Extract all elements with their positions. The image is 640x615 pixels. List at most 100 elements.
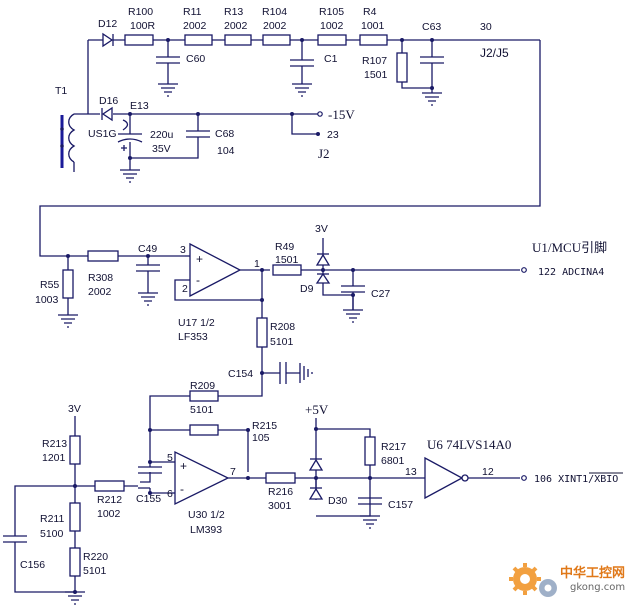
value-r213: 1201 <box>42 452 66 464</box>
svg-text:+: + <box>180 459 187 473</box>
capacitor-c156 <box>3 535 27 543</box>
label-d12: D12 <box>98 18 117 30</box>
capacitor-c157 <box>358 497 382 505</box>
resistor-r209 <box>189 390 219 402</box>
label-r49: R49 <box>275 241 294 253</box>
value-r107: 1501 <box>364 69 388 81</box>
pin-3: 3 <box>180 244 186 256</box>
label-r105: R105 <box>319 6 344 18</box>
label-mcu-pin: U1/MCU引脚 <box>532 240 607 255</box>
ground-symbol <box>120 83 442 183</box>
junction-dots <box>66 254 355 375</box>
ground-symbol <box>65 515 380 605</box>
label-lm393: LM393 <box>190 524 222 536</box>
label-3v-bottom: 3V <box>68 403 81 415</box>
value-e13: 220u <box>150 129 174 141</box>
watermark-url: gkong.com <box>570 582 625 593</box>
inverter-u6 <box>424 456 469 500</box>
label-r55: R55 <box>40 279 59 291</box>
value-r55: 1003 <box>35 294 59 306</box>
terminal-xint1 <box>521 475 527 481</box>
junction-dots <box>128 38 434 160</box>
watermark-logo: 中华工控网 gkong.com <box>509 563 625 597</box>
middle-section-wires <box>67 250 520 374</box>
label-lf353: LF353 <box>178 331 208 343</box>
terminal-adcina4 <box>521 267 527 273</box>
label-r217: R217 <box>381 441 406 453</box>
terminal-23 <box>316 132 320 136</box>
label-c1: C1 <box>324 53 338 65</box>
resistor-r105 <box>317 34 347 46</box>
pin-6: 6 <box>167 488 173 500</box>
label-r4: R4 <box>363 6 377 18</box>
value-r308: 2002 <box>88 286 112 298</box>
label-c63: C63 <box>422 21 441 33</box>
label-c157: C157 <box>388 499 413 511</box>
capacitor-c154 <box>279 362 313 384</box>
watermark-brand: 中华工控网 <box>560 565 625 581</box>
label-neg15v: -15V <box>328 107 355 122</box>
value-r100: 100R <box>130 20 156 32</box>
value-r13: 2002 <box>224 20 248 32</box>
label-r104: R104 <box>262 6 287 18</box>
diode-d12 <box>102 32 114 48</box>
value-r211: 5100 <box>40 528 64 540</box>
value-r209: 5101 <box>190 404 214 416</box>
label-c49: C49 <box>138 243 157 255</box>
resistor-r220 <box>69 547 81 577</box>
capacitor-c63 <box>420 56 444 64</box>
label-j2: J2 <box>318 146 330 161</box>
resistor-r100 <box>124 34 154 46</box>
capacitor-c1 <box>290 59 314 67</box>
ground-symbol <box>58 292 363 328</box>
capacitor-e13 <box>117 119 143 151</box>
value-c68: 104 <box>217 145 235 157</box>
label-r220: R220 <box>83 551 108 563</box>
label-u6: U6 74LVS14A0 <box>427 437 511 452</box>
voltage-e13: 35V <box>152 143 171 155</box>
resistor-r13 <box>224 34 252 46</box>
label-us1g: US1G <box>88 128 117 140</box>
label-3v-top: 3V <box>315 223 328 235</box>
label-c60: C60 <box>186 53 205 65</box>
label-r107: R107 <box>362 55 387 67</box>
opamp-u17: + - <box>185 242 242 298</box>
capacitor-c155 <box>138 466 162 474</box>
pin-13: 13 <box>405 466 417 478</box>
label-pin23: 23 <box>327 129 339 141</box>
value-r215: 105 <box>252 432 270 444</box>
label-r213: R213 <box>42 438 67 450</box>
svg-text:-: - <box>196 273 200 287</box>
value-r220: 5101 <box>83 565 107 577</box>
capacitor-c27 <box>341 285 365 293</box>
label-e13: E13 <box>130 100 149 112</box>
svg-text:-: - <box>180 482 184 496</box>
value-r212: 1002 <box>97 508 121 520</box>
resistor-r11 <box>184 34 213 46</box>
resistor-r107 <box>396 52 408 83</box>
resistor-r49 <box>272 264 302 276</box>
value-r105: 1002 <box>320 20 344 32</box>
diode-d16 <box>101 106 113 122</box>
resistor-r215 <box>189 424 219 436</box>
terminal-neg15v <box>317 111 323 117</box>
capacitor-c60 <box>156 56 180 64</box>
resistor-r213 <box>69 435 81 465</box>
value-r4: 1001 <box>361 20 385 32</box>
capacitor-c49 <box>136 264 160 272</box>
label-d9: D9 <box>300 283 314 295</box>
value-r49: 1501 <box>275 254 299 266</box>
label-r11: R11 <box>183 6 202 18</box>
label-c27: C27 <box>371 288 390 300</box>
label-u17: U17 1/2 <box>178 317 215 329</box>
resistor-r212 <box>94 480 125 492</box>
value-r217: 6801 <box>381 455 405 467</box>
transformer-t1 <box>60 113 76 172</box>
value-r216: 3001 <box>268 500 292 512</box>
label-j2j5: J2/J5 <box>480 46 509 60</box>
pin-5: 5 <box>167 452 173 464</box>
label-r100: R100 <box>128 6 153 18</box>
resistor-r216 <box>265 472 296 484</box>
resistor-r104 <box>262 34 291 46</box>
